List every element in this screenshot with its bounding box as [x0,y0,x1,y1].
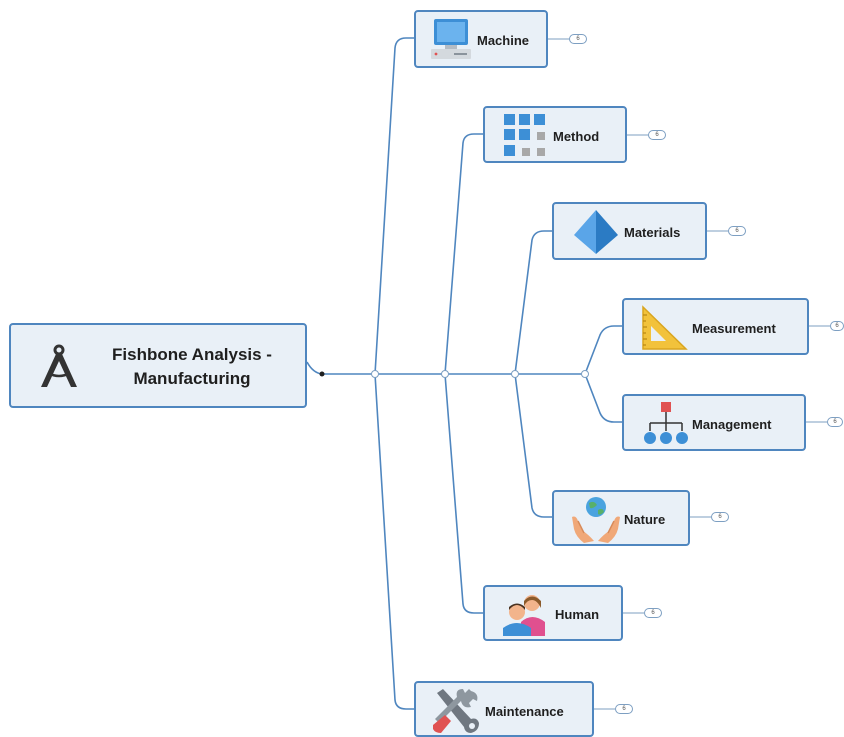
globe-hands-icon [572,497,620,543]
branch-machine [374,37,414,375]
branch-management [584,373,622,423]
branch-materials [514,230,552,375]
topic-machine[interactable]: Machine [414,10,548,68]
junction-node [371,370,379,378]
topic-label: Materials [624,225,681,240]
root-title-line2: Manufacturing [133,369,251,388]
branch-maintenance [374,373,414,710]
topic-maintenance[interactable]: Maintenance [414,681,594,737]
count-badge[interactable]: 6 [728,226,746,236]
computer-icon [431,19,471,59]
branch-measurement [584,325,622,375]
junction-node [581,370,589,378]
topic-label: Management [692,417,772,432]
topic-human[interactable]: Human [483,585,623,641]
root-topic[interactable]: Fishbone Analysis - Manufacturing [9,323,307,408]
topic-method[interactable]: Method [483,106,627,163]
topic-label: Measurement [692,321,776,336]
grid-blocks-icon [504,114,545,156]
branch-human [444,373,483,614]
count-badge[interactable]: 6 [711,512,729,522]
topic-label: Nature [624,512,666,527]
topic-management[interactable]: Management [622,394,806,451]
branch-nature [514,373,552,518]
topic-measurement[interactable]: Measurement [622,298,809,355]
count-badge[interactable]: 6 [827,417,843,427]
topic-label: Human [555,607,600,622]
pyramid-icon [574,210,618,254]
topic-label: Maintenance [485,704,564,719]
branch-method [444,133,483,375]
topic-materials[interactable]: Materials [552,202,707,260]
topic-label: Machine [477,33,530,48]
count-badge[interactable]: 6 [569,34,587,44]
count-badge[interactable]: 6 [830,321,844,331]
count-badge[interactable]: 6 [644,608,662,618]
compass-icon [41,344,77,387]
junction-node [511,370,519,378]
junction-node [441,370,449,378]
count-badge[interactable]: 6 [648,130,666,140]
topic-nature[interactable]: Nature [552,490,690,546]
wrench-screwdriver-icon [433,689,479,733]
people-icon [503,595,545,636]
topic-label: Method [553,129,600,144]
org-chart-icon [644,402,688,444]
root-title: Fishbone Analysis - Manufacturing [97,343,287,391]
set-square-icon [642,305,688,350]
count-badge[interactable]: 6 [615,704,633,714]
root-title-line1: Fishbone Analysis - [112,345,272,364]
spine-dot [319,371,325,377]
